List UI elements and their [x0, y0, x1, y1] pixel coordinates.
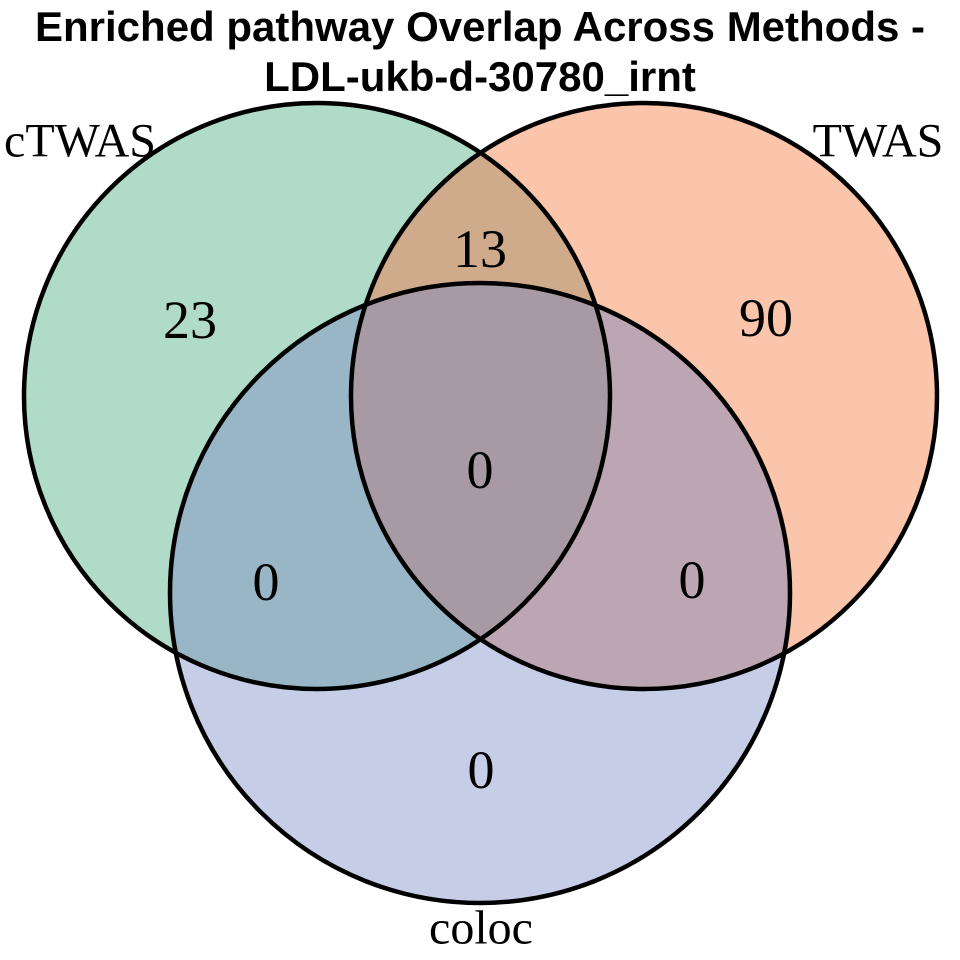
count-twas-coloc: 0 — [679, 550, 706, 610]
set-label-ctwas: cTWAS — [4, 115, 156, 168]
count-ctwas-only: 23 — [163, 290, 217, 350]
region-ctwas-twas-coloc-clipgroup — [351, 283, 610, 689]
count-ctwas-coloc: 0 — [253, 552, 280, 612]
chart-title-line1: Enriched pathway Overlap Across Methods … — [35, 3, 925, 50]
count-ctwas-twas-coloc: 0 — [467, 440, 494, 500]
chart-title-line2: LDL-ukb-d-30780_irnt — [264, 53, 696, 100]
set-label-twas: TWAS — [813, 115, 944, 168]
region-ctwas-twas-coloc-clipgroup — [351, 283, 610, 689]
count-coloc-only: 0 — [468, 740, 495, 800]
count-twas-only: 90 — [739, 288, 793, 348]
coloc-circle-outline — [167, 280, 793, 906]
ctwas-circle-outline — [21, 100, 613, 692]
twas-circle-outline — [348, 100, 940, 692]
region-ctwas-twas-coloc — [351, 283, 610, 689]
set-label-coloc: coloc — [429, 902, 533, 955]
count-ctwas-twas: 13 — [453, 219, 507, 279]
chart-title: Enriched pathway Overlap Across Methods … — [0, 2, 960, 102]
